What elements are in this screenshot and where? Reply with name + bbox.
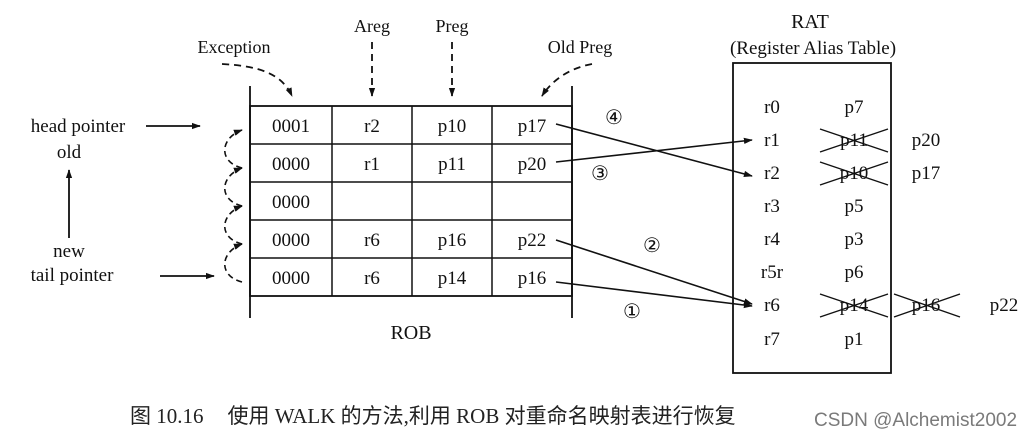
recovery-arrow-1	[555, 281, 753, 309]
walk-arc	[224, 205, 243, 245]
rat-box	[732, 62, 892, 374]
recovery-arrow-2	[555, 239, 753, 305]
rat-register: r3	[764, 196, 780, 217]
rob-label: ROB	[390, 322, 431, 344]
exception-label: Exception	[198, 37, 271, 57]
recovery-arrow-4	[555, 123, 753, 177]
old-preg-arrow	[541, 63, 593, 97]
rob-old-preg-cell: p16	[518, 268, 547, 289]
watermark: CSDN @Alchemist2002	[814, 410, 1018, 431]
rat-register: r1	[764, 130, 780, 151]
rob-old-preg-cell: p22	[518, 230, 547, 251]
rat-register: r7	[764, 329, 780, 350]
step-marker-3: ③	[591, 163, 609, 185]
rat-mapping: p6	[845, 262, 864, 283]
rob-old-preg-cell: p17	[518, 116, 547, 137]
rat-register: r4	[764, 229, 780, 250]
rat-mapping: p20	[912, 130, 941, 151]
old-label: old	[57, 142, 82, 163]
walk-arc	[224, 129, 243, 169]
cross-mark	[819, 128, 889, 153]
caption-text: 使用 WALK 的方法,利用 ROB 对重命名映射表进行恢复	[227, 404, 736, 428]
rat-rows: r0 p7 r1 p11 p20 r2 p10 p17 r3 p5 r4 p3 …	[761, 97, 1018, 350]
rob-exception-cell: 0001	[272, 116, 310, 137]
step-marker-2: ②	[643, 235, 661, 257]
rat-register: r2	[764, 163, 780, 184]
rob-entries-box	[249, 105, 573, 297]
rat-register: r6	[764, 295, 780, 316]
rob-preg-cell: p14	[438, 268, 467, 289]
walk-arc	[224, 243, 243, 283]
crossed-out-marks	[819, 128, 961, 318]
rob-areg-cell: r6	[364, 268, 380, 289]
rat-mapping: p7	[845, 97, 864, 118]
step-marker-4: ④	[605, 107, 623, 129]
rat-mapping: p17	[912, 163, 941, 184]
rat-mapping: p5	[845, 196, 864, 217]
preg-label: Preg	[436, 16, 469, 36]
tail-pointer-label: tail pointer	[31, 265, 115, 286]
rat-mapping: p22	[990, 295, 1019, 316]
diagram-canvas: Exception Areg Preg Old Preg 0001 r2 p10…	[31, 11, 1018, 374]
rob-areg-cell: r2	[364, 116, 380, 137]
rat-title: RAT	[791, 11, 829, 33]
rob-exception-cell: 0000	[272, 154, 310, 175]
rob-areg-cell: r6	[364, 230, 380, 251]
figure-caption: 图 10.16 使用 WALK 的方法,利用 ROB 对重命名映射表进行恢复	[130, 400, 1030, 430]
areg-label: Areg	[354, 16, 390, 36]
exception-arrow	[221, 63, 293, 97]
rat-mapping: p3	[845, 229, 864, 250]
old-preg-label: Old Preg	[548, 37, 613, 57]
cross-mark	[819, 293, 889, 318]
step-marker-1: ①	[623, 301, 641, 323]
rat-register: r0	[764, 97, 780, 118]
rat-subtitle: (Register Alias Table)	[730, 38, 896, 59]
head-pointer-label: head pointer	[31, 116, 126, 137]
rob-exception-cell: 0000	[272, 230, 310, 251]
rob-table: 0001 r2 p10 p17 0000 r1 p11 p20 0000 000…	[249, 86, 573, 318]
rob-preg-cell: p16	[438, 230, 467, 251]
rob-areg-cell: r1	[364, 154, 380, 175]
cross-mark	[819, 161, 889, 186]
cross-mark	[893, 293, 961, 318]
new-label: new	[53, 241, 85, 262]
rob-preg-cell: p10	[438, 116, 467, 137]
rob-exception-cell: 0000	[272, 268, 310, 289]
rob-preg-cell: p11	[438, 154, 466, 175]
walk-arc	[224, 167, 243, 207]
rat-register: r5r	[761, 262, 784, 283]
recovery-arrow-3	[555, 137, 753, 163]
rat-mapping: p1	[845, 329, 864, 350]
rob-exception-cell: 0000	[272, 192, 310, 213]
rob-old-preg-cell: p20	[518, 154, 547, 175]
figure-number: 图 10.16	[130, 404, 204, 428]
